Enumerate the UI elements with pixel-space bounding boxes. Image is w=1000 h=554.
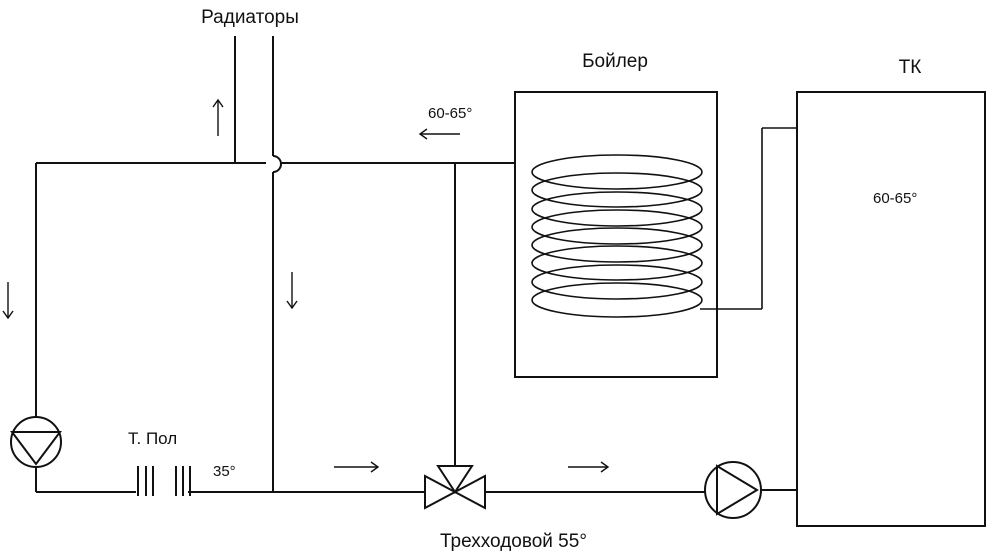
arrow-right-icon-2 — [568, 461, 610, 473]
arrow-right-icon — [334, 461, 380, 473]
floor-heating-icon — [137, 466, 191, 496]
coil-icon — [531, 154, 703, 318]
tk-label: ТК — [899, 57, 922, 78]
supply-line — [35, 162, 530, 466]
arrow-up-icon — [212, 98, 224, 136]
three-way-valve-label: Трехходовой 55° — [440, 531, 587, 552]
tk-temp-label: 60-65° — [873, 190, 917, 207]
arrow-down-left-icon — [2, 282, 14, 320]
three-way-valve-icon — [424, 465, 486, 510]
arrow-down-icon — [286, 272, 298, 310]
radiators-label: Радиаторы — [201, 7, 299, 28]
supply-temp-label: 60-65° — [428, 105, 472, 122]
floor-return-line — [35, 466, 796, 493]
tk-boiler — [796, 91, 986, 527]
pump-right-icon — [704, 461, 762, 519]
coil-to-tk-pipe — [700, 127, 797, 310]
radiator-pipes — [234, 36, 282, 492]
boiler-label: Бойлер — [582, 51, 648, 72]
floor-temp-label: 35° — [213, 463, 236, 480]
arrow-left-icon — [418, 128, 460, 140]
pump-down-icon — [10, 416, 62, 468]
floor-label: Т. Пол — [128, 429, 177, 448]
